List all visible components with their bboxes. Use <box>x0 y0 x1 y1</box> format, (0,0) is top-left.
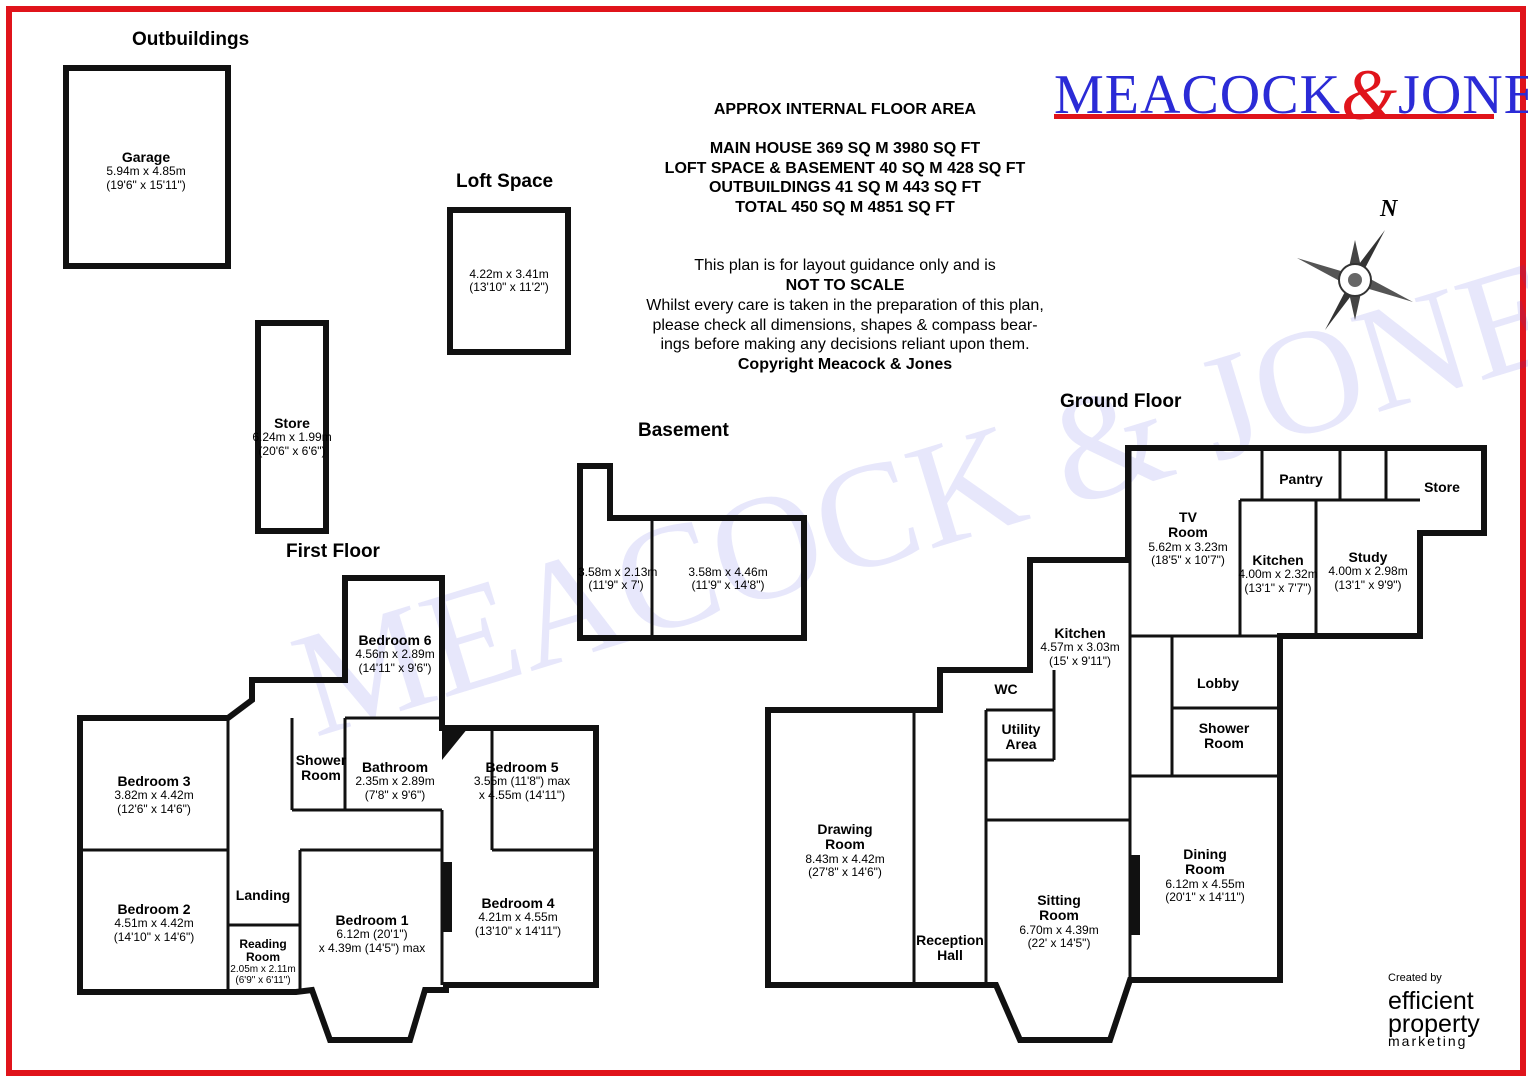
page-border <box>6 6 1526 1076</box>
first-floor-walls <box>77 575 599 1043</box>
disclaimer-1: This plan is for layout guidance only an… <box>694 257 996 275</box>
area-heading: APPROX INTERNAL FLOOR AREA <box>713 101 977 118</box>
disclaimer-2: NOT TO SCALE <box>785 276 905 294</box>
basement-walls <box>577 463 807 641</box>
section-first-floor: First Floor <box>286 541 380 562</box>
copyright: Copyright Meacock & Jones <box>737 356 953 374</box>
disclaimer-3: Whilst every care is taken in the prepar… <box>646 296 1044 314</box>
disclaimer-4: please check all dimensions, shapes & co… <box>652 316 1038 334</box>
disclaimer-5: ings before making any decisions reliant… <box>660 336 1030 354</box>
area-loft: LOFT SPACE & BASEMENT 40 SQ M 428 SQ FT <box>664 159 1026 177</box>
room-loft: 4.22m x 3.41m(13'10" x 11'2") <box>469 267 549 295</box>
room-wc: WC <box>994 681 1018 697</box>
store-walls <box>255 320 329 534</box>
section-ground-floor: Ground Floor <box>1060 391 1182 412</box>
loft-walls <box>447 207 571 355</box>
section-outbuildings: Outbuildings <box>132 29 250 50</box>
section-basement: Basement <box>638 420 729 441</box>
room-basement-a: 3.58m x 2.13m(11'9" x 7') <box>578 565 658 593</box>
room-lobby: Lobby <box>1197 675 1239 691</box>
ground-floor-walls <box>765 445 1487 1043</box>
room-store-ground: Store <box>1424 479 1460 495</box>
compass-icon <box>1297 230 1413 330</box>
logo-underline <box>1054 114 1494 119</box>
created-by-label: Created by <box>1388 972 1442 984</box>
area-total: TOTAL 450 SQ M 4851 SQ FT <box>735 199 955 217</box>
area-info: APPROX INTERNAL FLOOR AREA MAIN HOUSE 36… <box>600 100 1090 375</box>
room-pantry: Pantry <box>1279 471 1323 487</box>
room-landing: Landing <box>235 887 291 903</box>
meacock-jones-logo: MEACOCK&JONES <box>1054 55 1528 135</box>
garage-walls <box>63 65 231 269</box>
area-out: OUTBUILDINGS 41 SQ M 443 SQ FT <box>708 179 982 197</box>
room-basement-b: 3.58m x 4.46m(11'9" x 14'8") <box>688 565 768 593</box>
section-loft: Loft Space <box>456 171 554 192</box>
area-main: MAIN HOUSE 369 SQ M 3980 SQ FT <box>709 139 981 157</box>
compass-north-label: N <box>1380 196 1398 222</box>
